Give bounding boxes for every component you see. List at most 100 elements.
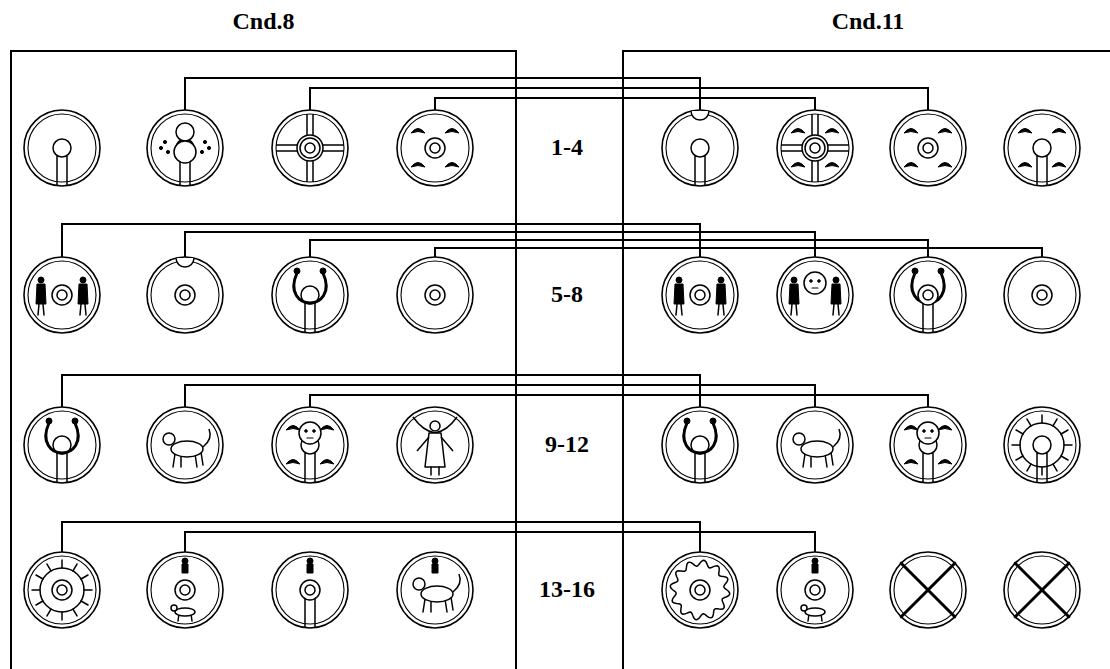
- seal-impression: [1002, 550, 1082, 630]
- seal-motif: [1037, 156, 1047, 185]
- seal-motif: [1004, 257, 1080, 333]
- seal-motif: [411, 129, 425, 134]
- seal-motif: [777, 407, 853, 483]
- seal-motif: [438, 467, 440, 475]
- seal-motif: [46, 423, 78, 453]
- seal-drawing: [888, 550, 968, 630]
- seal-motif: [923, 143, 933, 153]
- seal-motif: [305, 453, 315, 482]
- seal-motif: [674, 284, 684, 304]
- seal-motif: [1033, 139, 1051, 157]
- seal-motif: [163, 140, 166, 143]
- seal-group: [777, 257, 853, 333]
- seal-group: [777, 110, 853, 186]
- seal-motif: [825, 129, 839, 134]
- seal-motif: [32, 589, 40, 591]
- seal-motif: [1020, 423, 1064, 467]
- seal-motif: [718, 277, 724, 283]
- seal-motif: [52, 285, 72, 305]
- seal-motif: [163, 433, 175, 445]
- seal-drawing: [660, 108, 740, 188]
- seal-drawing: [1002, 550, 1082, 630]
- seal-motif: [690, 580, 710, 600]
- panel-frame: Cnd.8: [10, 50, 517, 669]
- seal-motif: [147, 257, 223, 333]
- seal-motif: [320, 460, 334, 465]
- seal-motif: [1016, 430, 1023, 434]
- seal-motif: [24, 552, 100, 628]
- seal-motif: [1037, 290, 1047, 300]
- seal-motif: [676, 277, 682, 283]
- seal-impression: [145, 405, 225, 485]
- seal-motif: [662, 110, 738, 186]
- seal-motif: [781, 556, 849, 624]
- seal-motif: [781, 411, 849, 479]
- seal-motif: [417, 437, 453, 451]
- seal-motif: [894, 411, 962, 479]
- seal-motif: [445, 163, 459, 168]
- seal-motif: [1037, 453, 1047, 482]
- seal-motif: [931, 430, 934, 433]
- seal-motif: [207, 146, 210, 149]
- seal-impression: [888, 108, 968, 188]
- seal-impression: [22, 405, 102, 485]
- seal-motif: [1053, 464, 1057, 471]
- seal-group: [272, 552, 348, 628]
- seal-motif: [805, 580, 825, 600]
- seal-group: [662, 110, 738, 186]
- seal-motif: [46, 418, 52, 424]
- seal-motif: [904, 129, 918, 134]
- seal-motif: [80, 304, 81, 315]
- seal-motif: [272, 552, 348, 628]
- seal-motif: [1008, 556, 1076, 624]
- seal-impression: [888, 405, 968, 485]
- seal-motif: [912, 268, 918, 274]
- seal-impression: [145, 108, 225, 188]
- seal-motif: [430, 421, 440, 431]
- seal-motif: [1015, 563, 1069, 617]
- seal-group: [1004, 552, 1080, 628]
- seal-motif: [421, 586, 453, 602]
- seal-drawing: [1002, 108, 1082, 188]
- seal-group: [1004, 257, 1080, 333]
- seal-motif: [300, 138, 320, 158]
- seal-drawing: [660, 550, 740, 630]
- seal-motif: [180, 585, 190, 595]
- seal-motif: [180, 290, 190, 300]
- seal-impression: [888, 255, 968, 335]
- seal-motif: [413, 578, 425, 590]
- seal-motif: [666, 114, 734, 182]
- seal-motif: [1041, 415, 1043, 423]
- seal-motif: [397, 407, 473, 483]
- seal-motif: [918, 285, 938, 305]
- seal-motif: [423, 599, 425, 612]
- link-line: [310, 88, 928, 110]
- seal-motif: [47, 609, 51, 616]
- seal-motif: [78, 284, 88, 304]
- seal-motif: [1016, 456, 1023, 460]
- link-line: [185, 532, 815, 552]
- seal-group: [890, 110, 966, 186]
- seal-motif: [777, 552, 853, 628]
- seal-drawing: [888, 108, 968, 188]
- seal-motif: [695, 453, 705, 482]
- seal-drawing: [22, 550, 102, 630]
- seal-motif: [182, 564, 188, 573]
- seal-motif: [28, 114, 96, 182]
- seal-motif: [305, 598, 315, 627]
- seal-drawing: [660, 255, 740, 335]
- seal-motif: [812, 564, 818, 573]
- seal-motif: [401, 411, 469, 479]
- seal-group: [272, 407, 348, 483]
- seal-impression: [660, 405, 740, 485]
- seal-motif: [1004, 407, 1080, 483]
- seal-motif: [919, 286, 937, 304]
- seal-motif: [411, 163, 425, 168]
- seal-motif: [80, 277, 86, 283]
- seal-group: [890, 552, 966, 628]
- seal-motif: [36, 284, 46, 304]
- seal-motif: [825, 163, 839, 168]
- seal-group: [147, 110, 223, 186]
- seal-motif: [718, 304, 719, 315]
- seal-motif: [175, 285, 195, 305]
